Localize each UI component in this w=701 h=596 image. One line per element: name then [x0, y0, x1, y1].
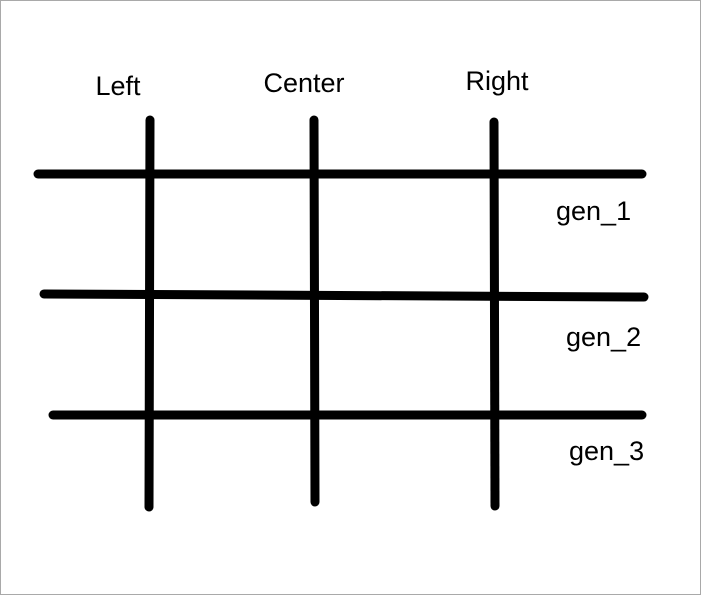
column-line-left [144, 115, 155, 512]
row-label-gen-2: gen_2 [566, 322, 641, 352]
column-label-left: Left [95, 71, 141, 101]
column-line-center [309, 115, 320, 507]
row-line-gen-2 [39, 289, 649, 302]
row-label-gen-3: gen_3 [569, 436, 644, 466]
column-label-right: Right [465, 66, 529, 96]
row-label-gen-1: gen_1 [556, 196, 631, 226]
grid-lines [33, 115, 649, 512]
column-line-right [489, 117, 500, 511]
column-label-center: Center [263, 68, 344, 98]
